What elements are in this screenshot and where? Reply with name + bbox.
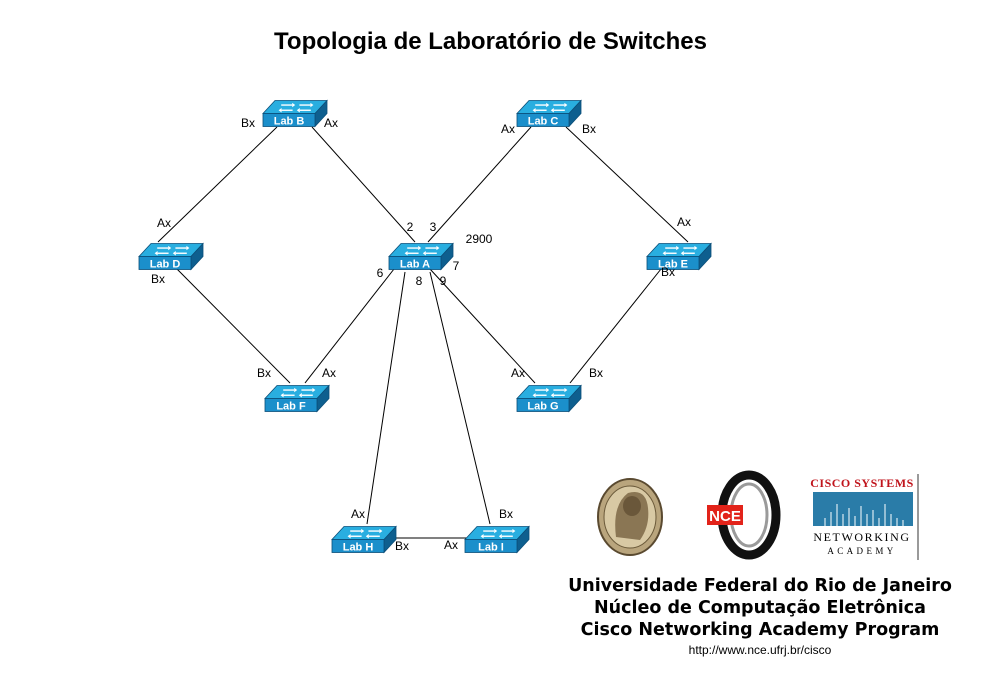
switch-label-i: Lab I bbox=[478, 542, 504, 554]
switch-label-c: Lab C bbox=[528, 116, 559, 128]
cisco-logo-networking: NETWORKING bbox=[813, 530, 911, 544]
switch-label-b: Lab B bbox=[274, 116, 305, 128]
port-label: Ax bbox=[157, 216, 171, 230]
port-label: Bx bbox=[582, 122, 596, 136]
port-label: Bx bbox=[241, 116, 255, 130]
switch-lab-b[interactable]: Lab B bbox=[262, 99, 328, 128]
link-a-f bbox=[304, 268, 395, 384]
link-b-a bbox=[311, 126, 416, 243]
org-line-3: Cisco Networking Academy Program bbox=[580, 620, 940, 640]
port-label: Bx bbox=[499, 507, 513, 521]
org-line-2: Núcleo de Computação Eletrônica bbox=[594, 598, 926, 618]
switch-lab-d[interactable]: Lab D bbox=[138, 242, 204, 271]
cisco-logo-title: CISCO SYSTEMS bbox=[810, 476, 914, 490]
cisco-logo-divider bbox=[917, 474, 919, 560]
nce-logo-icon: NCE bbox=[707, 470, 781, 560]
org-line-1: Universidade Federal do Rio de Janeiro bbox=[568, 576, 952, 596]
port-label: 2 bbox=[407, 220, 414, 234]
cisco-bars-icon bbox=[813, 492, 913, 526]
link-a-i bbox=[429, 271, 491, 525]
switch-lab-e[interactable]: Lab E bbox=[646, 242, 712, 271]
switch-label-a: Lab A bbox=[400, 259, 430, 271]
port-label: 8 bbox=[416, 274, 423, 288]
switch-lab-f[interactable]: Lab F bbox=[264, 384, 330, 413]
switch-label-f: Lab F bbox=[276, 401, 306, 413]
port-label: 3 bbox=[430, 220, 437, 234]
nce-logo-text: NCE bbox=[709, 508, 741, 525]
port-label: 2900 bbox=[466, 232, 493, 246]
cisco-logo-academy: ACADEMY bbox=[827, 546, 897, 556]
link-a-h bbox=[366, 271, 406, 525]
port-label: Bx bbox=[589, 366, 603, 380]
switch-label-g: Lab G bbox=[527, 401, 558, 413]
switch-lab-c[interactable]: Lab C bbox=[516, 99, 582, 128]
org-url-link[interactable]: http://www.nce.ufrj.br/cisco bbox=[688, 643, 832, 657]
link-e-g bbox=[569, 268, 662, 384]
links-layer bbox=[157, 126, 689, 539]
port-label: 9 bbox=[440, 274, 447, 288]
port-label: Bx bbox=[257, 366, 271, 380]
link-c-e bbox=[565, 126, 689, 243]
cisco-academy-logo: CISCO SYSTEMS bbox=[810, 474, 922, 560]
port-label: 7 bbox=[453, 259, 460, 273]
switch-lab-g[interactable]: Lab G bbox=[516, 384, 582, 413]
switch-lab-h[interactable]: Lab H bbox=[331, 525, 397, 554]
port-label: Bx bbox=[395, 539, 409, 553]
switch-lab-i[interactable]: Lab I bbox=[464, 525, 530, 554]
port-label: Ax bbox=[677, 215, 691, 229]
ufrj-seal-icon bbox=[597, 478, 663, 556]
switches-layer: Lab B Lab C Lab D Lab A Lab E Lab F Lab G Lab H… bbox=[138, 99, 712, 554]
port-label: 6 bbox=[377, 266, 384, 280]
port-label: Ax bbox=[322, 366, 336, 380]
switch-label-h: Lab H bbox=[343, 542, 374, 554]
port-label: Ax bbox=[324, 116, 338, 130]
link-a-g bbox=[429, 268, 536, 384]
switch-lab-a[interactable]: Lab A bbox=[388, 242, 454, 271]
link-b-d bbox=[157, 126, 278, 243]
port-label: Ax bbox=[444, 538, 458, 552]
switch-label-d: Lab D bbox=[150, 259, 181, 271]
link-c-a bbox=[427, 126, 532, 243]
link-d-f bbox=[176, 268, 291, 384]
port-label: Bx bbox=[661, 265, 675, 279]
port-label: Ax bbox=[351, 507, 365, 521]
port-label: Ax bbox=[511, 366, 525, 380]
diagram-title: Topologia de Laboratório de Switches bbox=[274, 28, 707, 55]
port-label: Ax bbox=[501, 122, 515, 136]
port-label: Bx bbox=[151, 272, 165, 286]
switch-label-e: Lab E bbox=[658, 259, 688, 271]
